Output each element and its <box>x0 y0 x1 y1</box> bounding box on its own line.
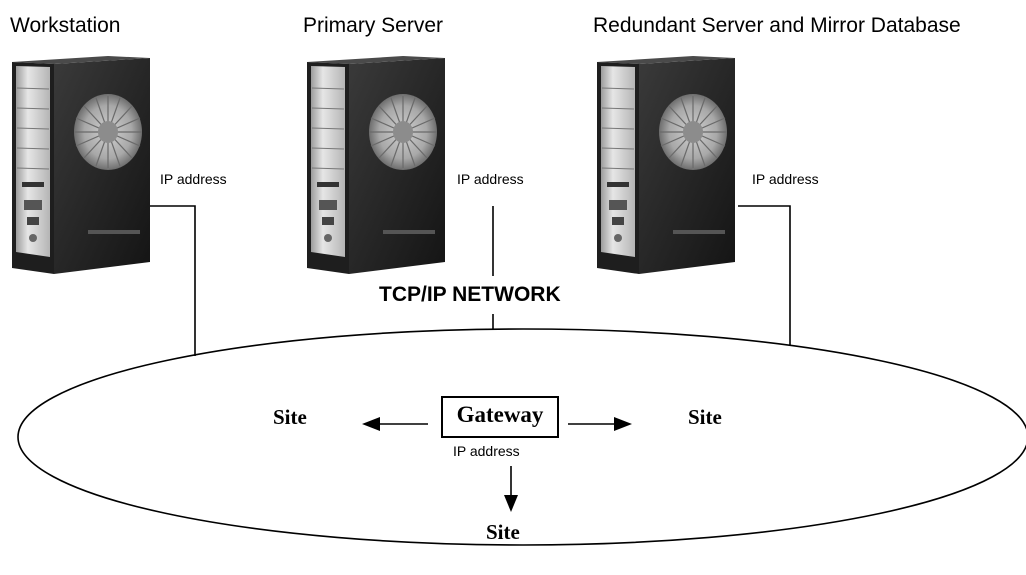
gateway-box <box>441 396 559 438</box>
primary-server-ip-label: IP address <box>457 171 524 187</box>
redundant-server-computer-icon <box>596 55 736 275</box>
down-arrowhead-icon <box>504 495 518 512</box>
right-arrowhead-icon <box>614 417 632 431</box>
network-ellipse <box>17 328 1026 546</box>
primary-server-computer-icon <box>306 55 446 275</box>
workstation-ip-label: IP address <box>160 171 227 187</box>
gateway-label: Gateway <box>456 402 544 427</box>
redundant-connection-line <box>738 205 791 346</box>
site-bottom-label: Site <box>486 520 520 544</box>
network-label: TCP/IP NETWORK <box>379 283 561 306</box>
redundant-server-ip-label: IP address <box>752 171 819 187</box>
primary-server-title: Primary Server <box>303 14 444 37</box>
workstation-connection-line <box>150 205 196 356</box>
workstation-title: Workstation <box>10 14 121 37</box>
left-arrowhead-icon <box>362 417 380 431</box>
site-right-label: Site <box>688 405 722 429</box>
site-left-label: Site <box>273 405 307 429</box>
workstation-computer-icon <box>11 55 151 275</box>
gateway-ip-label: IP address <box>453 443 520 459</box>
redundant-server-title: Redundant Server and Mirror Database <box>593 14 961 37</box>
